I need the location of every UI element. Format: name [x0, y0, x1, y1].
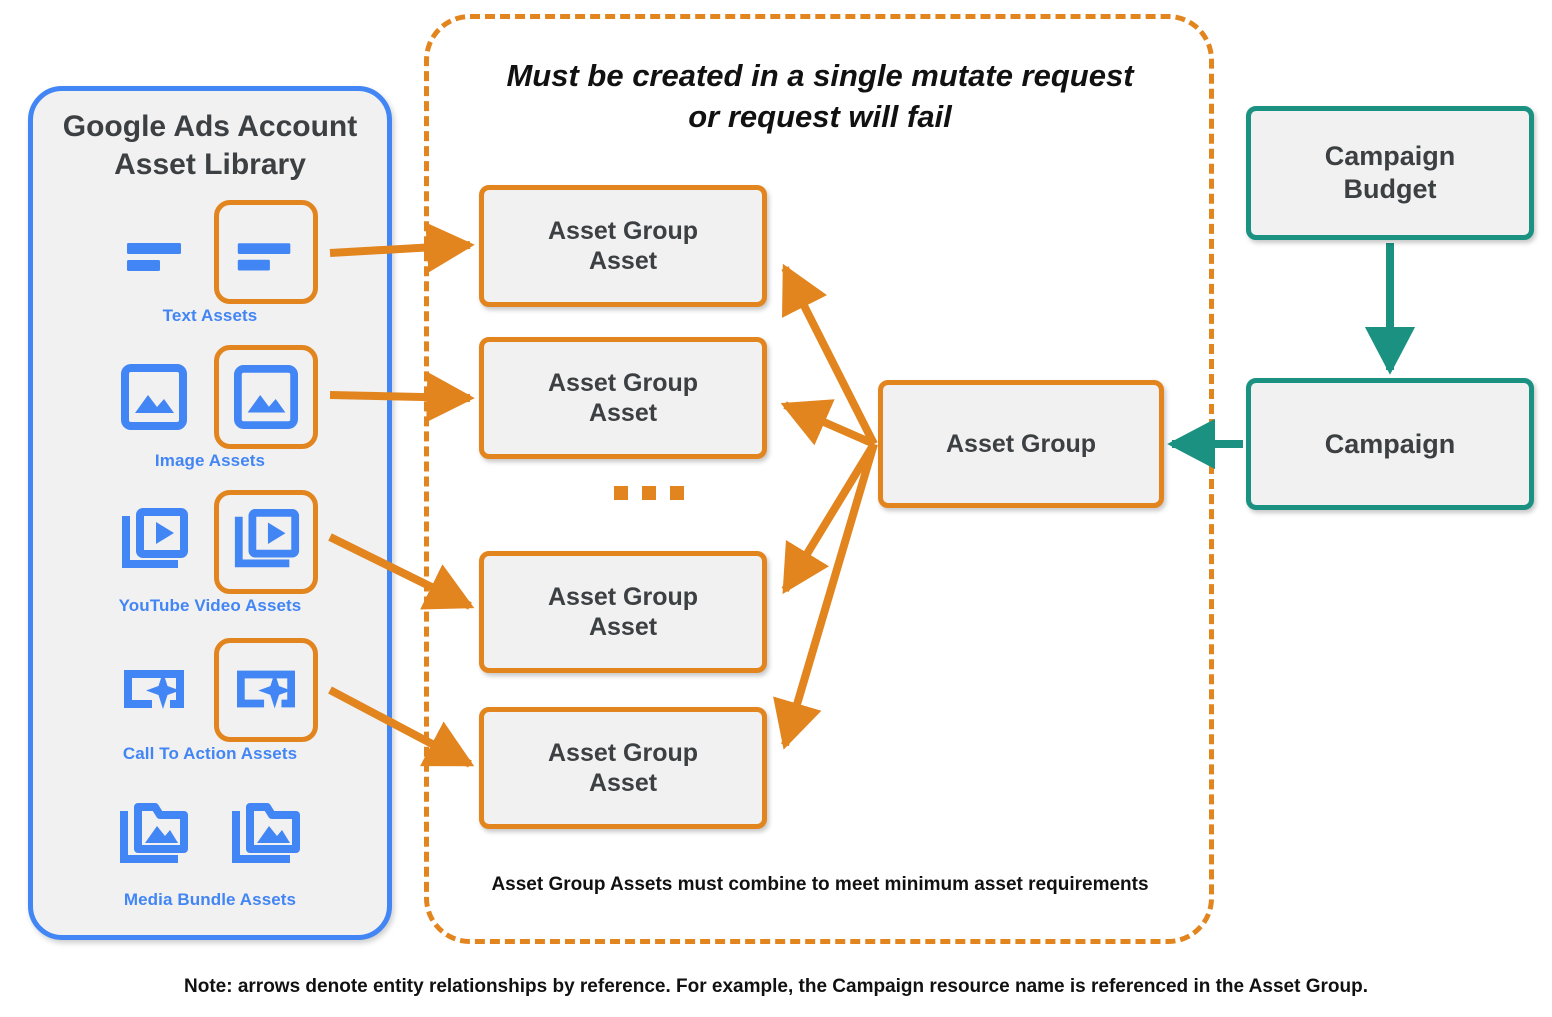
asset-icons-cta — [28, 638, 392, 742]
asset-caption-media-bundle: Media Bundle Assets — [123, 890, 297, 909]
asset-group-asset-line2: Asset — [588, 399, 658, 427]
asset-caption-text: Text Assets — [162, 306, 258, 325]
image-icon — [102, 345, 206, 449]
asset-row-cta: Call To Action Assets — [28, 638, 392, 764]
asset-group-label: Asset Group — [945, 429, 1097, 458]
asset-group-asset-line2: Asset — [588, 769, 658, 797]
ellipsis-icon — [614, 486, 684, 500]
ellipsis-dot — [642, 486, 656, 500]
text-lines-icon — [102, 200, 206, 304]
asset-row-video: YouTube Video Assets — [28, 490, 392, 616]
minimum-asset-requirements-note: Asset Group Assets must combine to meet … — [491, 874, 1149, 895]
asset-row-media-bundle: Media Bundle Assets — [28, 784, 392, 910]
mutate-title-line2: or request will fail — [688, 98, 952, 134]
asset-icons-media-bundle — [28, 784, 392, 888]
asset-group-asset-line1: Asset Group — [547, 216, 699, 245]
asset-icons-text — [28, 200, 392, 304]
mutate-request-container — [424, 14, 1214, 944]
video-stack-icon-highlighted[interactable] — [214, 490, 318, 594]
media-bundle-icon-2 — [214, 784, 318, 888]
asset-icons-image — [28, 345, 392, 449]
mutate-title-line1: Must be created in a single mutate reque… — [506, 58, 1134, 93]
asset-library-title-line1: Google Ads Account — [62, 110, 358, 143]
asset-row-image: Image Assets — [28, 345, 392, 471]
ellipsis-dot — [670, 486, 684, 500]
campaign-label: Campaign — [1324, 428, 1456, 459]
text-lines-icon-highlighted[interactable] — [214, 200, 318, 304]
asset-group-asset-node[interactable]: Asset Group Asset — [479, 337, 767, 459]
asset-group-asset-line1: Asset Group — [547, 738, 699, 767]
mutate-request-title: Must be created in a single mutate reque… — [440, 56, 1200, 138]
asset-icons-video — [28, 490, 392, 594]
asset-group-asset-line1: Asset Group — [547, 582, 699, 611]
asset-group-asset-node[interactable]: Asset Group Asset — [479, 551, 767, 673]
asset-group-node[interactable]: Asset Group — [878, 380, 1164, 508]
asset-caption-cta: Call To Action Assets — [122, 744, 298, 763]
media-bundle-icon — [102, 784, 206, 888]
campaign-budget-node[interactable]: Campaign Budget — [1246, 106, 1534, 240]
ellipsis-dot — [614, 486, 628, 500]
image-icon-highlighted[interactable] — [214, 345, 318, 449]
asset-group-asset-line2: Asset — [588, 247, 658, 275]
campaign-budget-line1: Campaign — [1324, 141, 1456, 172]
call-to-action-icon-highlighted[interactable] — [214, 638, 318, 742]
asset-library-container — [28, 86, 392, 940]
asset-group-asset-line1: Asset Group — [547, 368, 699, 397]
asset-library-title: Google Ads Account Asset Library — [28, 108, 392, 185]
campaign-node[interactable]: Campaign — [1246, 378, 1534, 510]
asset-group-asset-node[interactable]: Asset Group Asset — [479, 707, 767, 829]
call-to-action-icon — [102, 638, 206, 742]
asset-group-asset-line2: Asset — [588, 613, 658, 641]
campaign-budget-line2: Budget — [1343, 174, 1437, 204]
asset-row-text: Text Assets — [28, 200, 392, 326]
asset-caption-image: Image Assets — [154, 451, 266, 470]
asset-library-title-line2: Asset Library — [114, 148, 306, 182]
video-stack-icon — [102, 490, 206, 594]
asset-group-asset-node[interactable]: Asset Group Asset — [479, 185, 767, 307]
asset-caption-video: YouTube Video Assets — [118, 596, 302, 615]
footer-note: Note: arrows denote entity relationships… — [184, 976, 1368, 997]
